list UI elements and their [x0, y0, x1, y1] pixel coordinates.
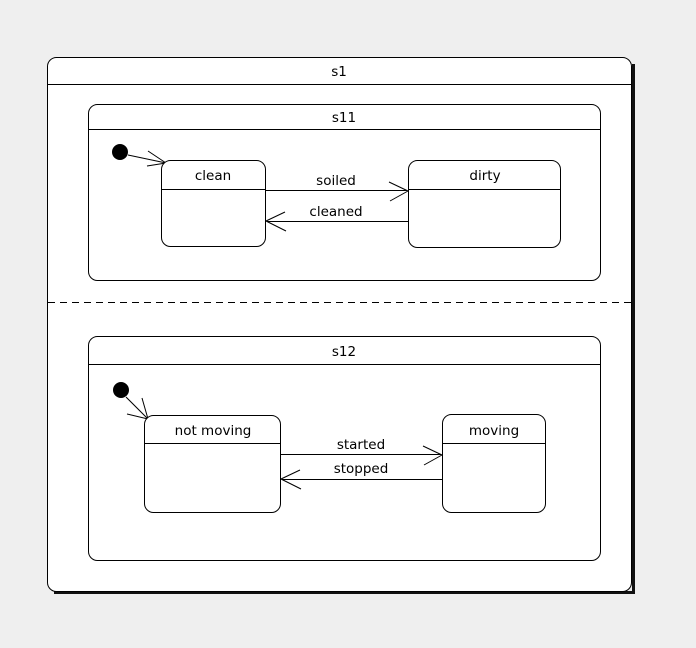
initial-transition-s11-arrowhead [146, 150, 167, 167]
initial-transition-s12-line [125, 396, 149, 420]
transition-stopped-arrowhead [280, 469, 302, 490]
state-moving-label: moving [469, 423, 519, 439]
transition-soiled-arrowhead [388, 181, 409, 202]
state-dirty[interactable] [408, 160, 561, 248]
transition-cleaned-arrowhead [265, 211, 287, 232]
transition-cleaned-label: cleaned [309, 204, 362, 220]
state-moving[interactable] [442, 414, 546, 513]
state-not-moving-label: not moving [175, 423, 252, 439]
initial-pseudostate-s12[interactable] [113, 382, 129, 398]
transition-started-arrowhead [422, 445, 443, 466]
transition-stopped-label: stopped [334, 461, 389, 477]
state-not-moving[interactable] [144, 415, 281, 513]
region-s12-label: s12 [332, 344, 356, 360]
initial-transition-s11-line [127, 154, 167, 164]
transition-soiled-label: soiled [316, 173, 356, 189]
state-clean[interactable] [161, 160, 266, 247]
region-s11-label: s11 [332, 110, 356, 126]
initial-transition-s12-arrowhead [126, 397, 149, 420]
transition-started-label: started [337, 437, 385, 453]
state-clean-label: clean [195, 168, 231, 184]
initial-pseudostate-s11[interactable] [112, 144, 128, 160]
composite-state-s1-label: s1 [331, 64, 347, 80]
state-dirty-label: dirty [469, 168, 500, 184]
